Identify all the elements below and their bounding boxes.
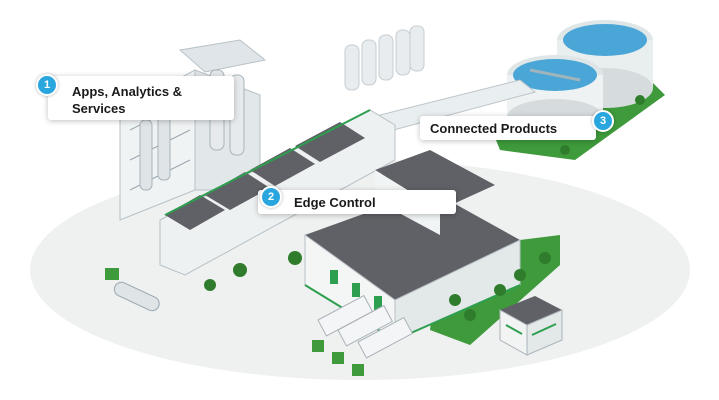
callout-connected-products: Connected Products: [420, 116, 596, 140]
silo-cluster: [344, 25, 425, 91]
callout-number-badge: 3: [592, 110, 614, 132]
callout-edge-control-label: Edge Control: [294, 195, 376, 210]
office-building: [499, 296, 563, 356]
callout-apps-analytics-services: Apps, Analytics & Services: [48, 76, 234, 120]
delivery-trucks: [312, 294, 414, 376]
trees: [204, 95, 645, 321]
callout-number-badge: 2: [260, 186, 282, 208]
callout-edge-control: Edge Control: [258, 190, 456, 214]
tanker-truck: [105, 268, 160, 312]
callout-connected-products-label: Connected Products: [430, 121, 558, 136]
callout-apps-analytics-services-label: Apps, Analytics & Services: [72, 84, 183, 116]
callout-number-badge: 1: [36, 74, 58, 96]
